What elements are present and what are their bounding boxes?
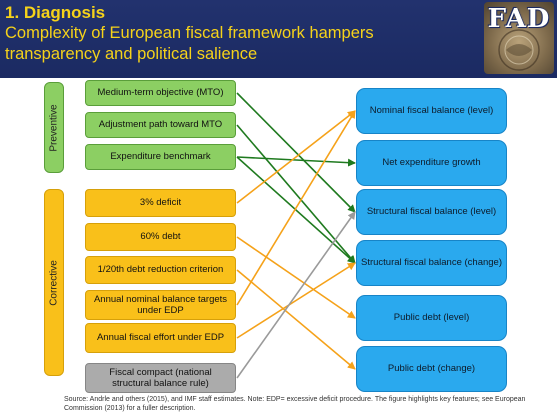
fad-logo: FAD xyxy=(484,2,554,74)
page-subtitle: Complexity of European fiscal framework … xyxy=(5,24,374,63)
source-note: Source: Andrle and others (2015), and IM… xyxy=(64,396,526,412)
connector-arrow-3 xyxy=(236,156,356,264)
group-label-preventive: Preventive xyxy=(44,82,64,173)
group-label-corrective: Corrective xyxy=(44,189,64,376)
indicator-public-debt-level: Public debt (level) xyxy=(356,295,507,341)
rule-box-mto: Medium-term objective (MTO) xyxy=(85,80,236,106)
rule-box-fiscal-effort: Annual fiscal effort under EDP xyxy=(85,323,236,353)
rule-box-fiscal-compact: Fiscal compact (national structural bala… xyxy=(85,363,236,393)
connector-arrow-7 xyxy=(236,110,356,306)
indicator-structural-change: Structural fiscal balance (change) xyxy=(356,240,507,286)
logo-text: FAD xyxy=(487,4,551,34)
connector-arrow-9 xyxy=(236,211,356,379)
indicator-nominal-balance: Nominal fiscal balance (level) xyxy=(356,88,507,134)
indicator-structural-level: Structural fiscal balance (level) xyxy=(356,189,507,235)
connector-arrow-6 xyxy=(236,269,356,370)
connector-arrow-8 xyxy=(236,262,356,339)
rule-box-expenditure-benchmark: Expenditure benchmark xyxy=(85,144,236,170)
connector-arrow-5 xyxy=(236,236,356,319)
rule-box-nominal-targets: Annual nominal balance targets under EDP xyxy=(85,290,236,320)
connector-arrow-4 xyxy=(236,110,356,204)
indicator-net-expenditure: Net expenditure growth xyxy=(356,140,507,186)
seal-icon xyxy=(498,29,540,71)
rule-box-debt-reduction: 1/20th debt reduction criterion xyxy=(85,256,236,284)
header-banner: 1. Diagnosis Complexity of European fisc… xyxy=(0,0,557,78)
page-title: 1. Diagnosis xyxy=(5,3,106,22)
rule-box-adjustment-path: Adjustment path toward MTO xyxy=(85,112,236,138)
rule-box-debt: 60% debt xyxy=(85,223,236,251)
indicator-public-debt-change: Public debt (change) xyxy=(356,346,507,392)
rule-box-deficit: 3% deficit xyxy=(85,189,236,217)
connector-arrow-2 xyxy=(236,156,356,167)
connector-arrow-0 xyxy=(236,92,356,213)
